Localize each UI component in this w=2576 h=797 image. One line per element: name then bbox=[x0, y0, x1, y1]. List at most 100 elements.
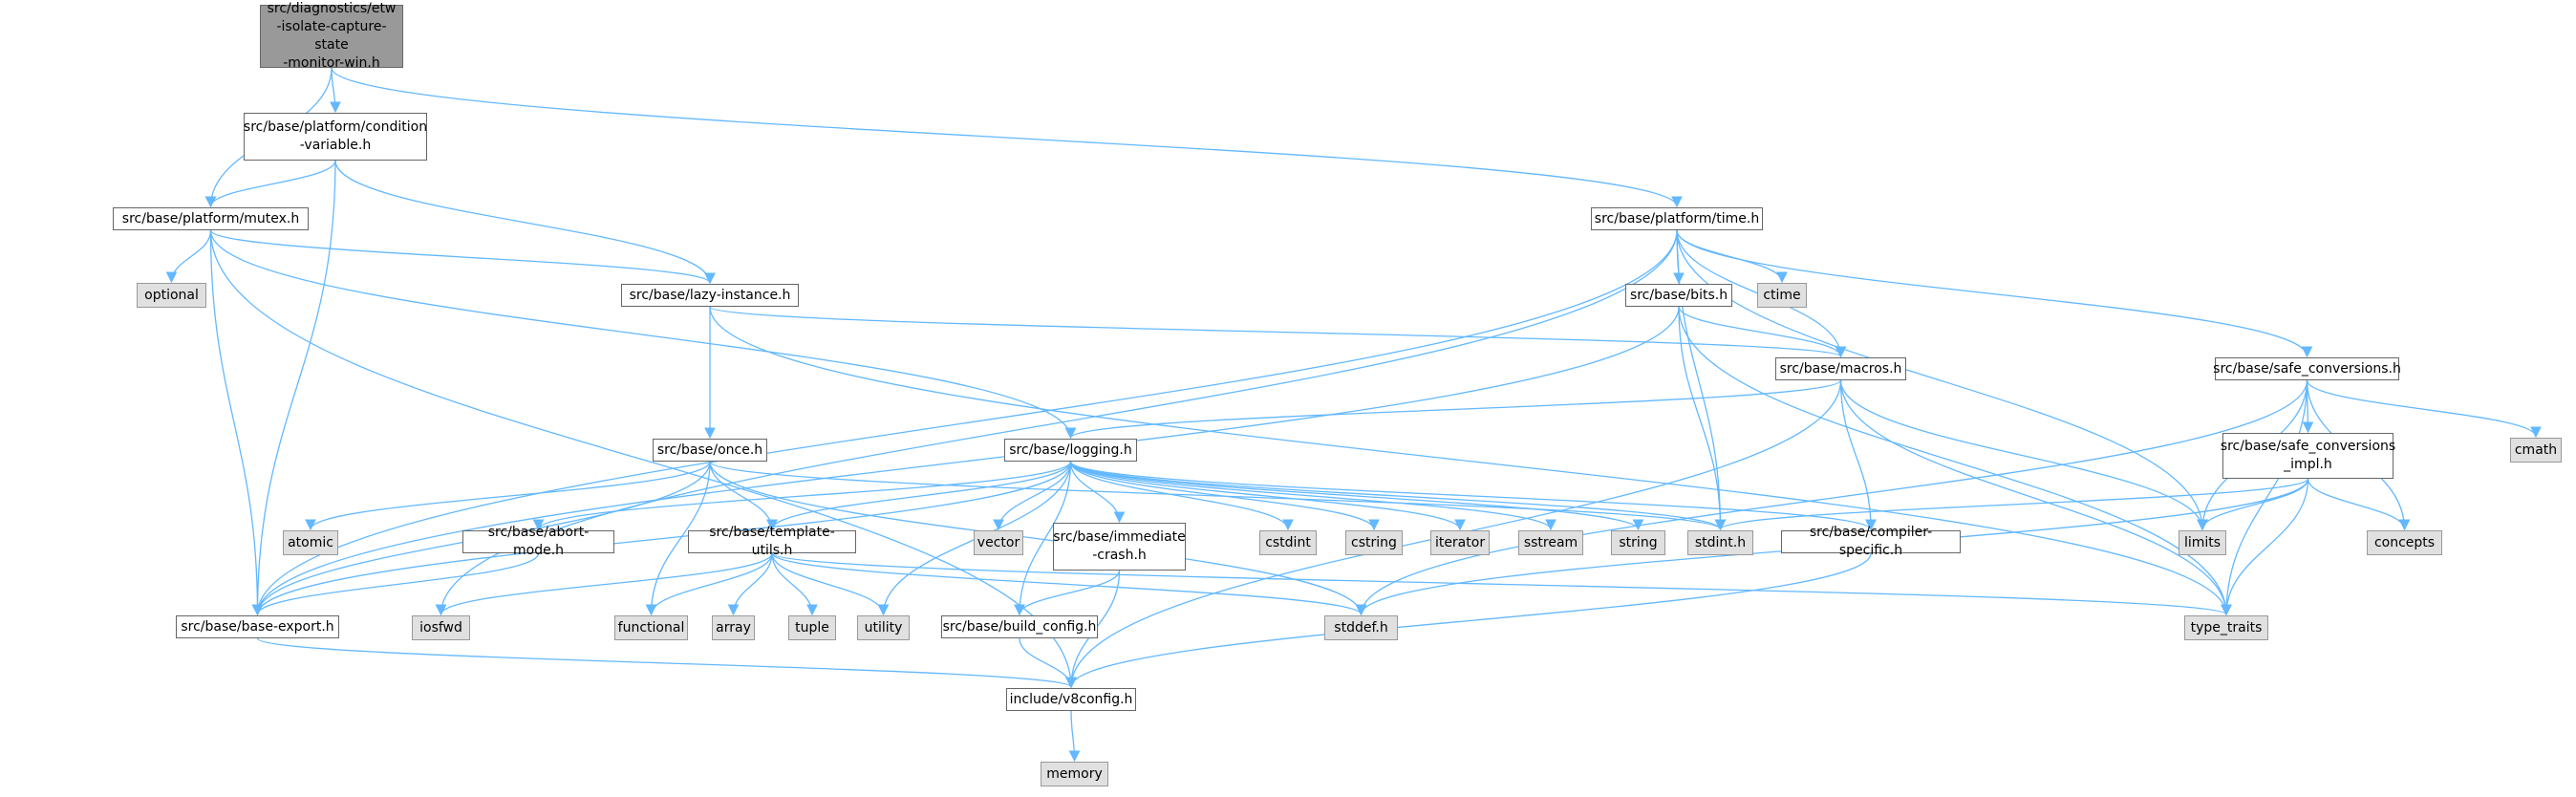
edge-logging-to-compspec bbox=[1069, 461, 1877, 531]
edge-lazy-to-typetraits bbox=[709, 306, 2232, 616]
edge-ptime-to-limits bbox=[1676, 229, 2208, 531]
node-ptime[interactable]: src/base/platform/time.h bbox=[1591, 207, 1763, 230]
edge-v8config-to-memory bbox=[1068, 710, 1081, 763]
edge-logging-to-iterator bbox=[1069, 461, 1466, 531]
edge-tmpl-to-stddefh bbox=[771, 552, 1367, 616]
node-iterator: iterator bbox=[1430, 530, 1490, 555]
edge-macros-to-logging bbox=[1064, 379, 1842, 440]
edge-once-to-atomic bbox=[305, 461, 711, 531]
edge-ptime-to-stdinth bbox=[1676, 229, 1727, 531]
edge-logging-to-baseexport bbox=[251, 461, 1072, 616]
edge-bits-to-baseexport bbox=[251, 306, 1680, 616]
edge-bits-to-stdinth bbox=[1678, 306, 1727, 531]
node-iosfwd: iosfwd bbox=[412, 615, 470, 640]
node-utility: utility bbox=[857, 615, 910, 640]
node-ctime: ctime bbox=[1757, 283, 1807, 308]
node-once[interactable]: src/base/once.h bbox=[653, 439, 767, 462]
edge-once-to-stddefh bbox=[709, 461, 1367, 616]
edge-logging-to-buildcfg bbox=[1014, 461, 1072, 616]
node-memory: memory bbox=[1041, 762, 1108, 786]
node-lazy[interactable]: src/base/lazy-instance.h bbox=[621, 284, 799, 307]
edge-once-to-stdinth bbox=[709, 461, 1726, 531]
node-safeconv[interactable]: src/base/safe_conversions.h bbox=[2213, 357, 2401, 380]
edge-logging-to-vector bbox=[993, 461, 1072, 531]
edge-mutex-to-lazy bbox=[209, 229, 716, 285]
node-tmpl[interactable]: src/base/template-utils.h bbox=[688, 525, 856, 558]
edge-logging-to-cstdint bbox=[1069, 461, 1294, 531]
node-bits[interactable]: src/base/bits.h bbox=[1625, 284, 1732, 307]
edge-safeimpl-to-concepts bbox=[2307, 478, 2411, 531]
node-cstring: cstring bbox=[1345, 530, 1403, 555]
node-v8config[interactable]: include/v8config.h bbox=[1006, 688, 1136, 711]
node-root: src/diagnostics/etw -isolate-capture-sta… bbox=[260, 1, 403, 71]
edge-condvar-to-lazy bbox=[334, 160, 716, 285]
node-buildcfg[interactable]: src/base/build_config.h bbox=[941, 615, 1098, 638]
edge-logging-to-sstream bbox=[1069, 461, 1556, 531]
edge-abortmode-to-baseexport bbox=[251, 552, 540, 616]
edge-logging-to-cstring bbox=[1069, 461, 1380, 531]
edge-root-to-condvar bbox=[330, 67, 341, 114]
edge-mutex-to-logging bbox=[209, 229, 1077, 440]
node-compspec[interactable]: src/base/compiler-specific.h bbox=[1781, 525, 1961, 558]
edge-buildcfg-to-v8config bbox=[1019, 637, 1077, 689]
node-cmath: cmath bbox=[2510, 438, 2562, 463]
edge-macros-to-typetraits bbox=[1839, 379, 2232, 616]
node-immcrash[interactable]: src/base/immediate -crash.h bbox=[1053, 523, 1186, 571]
node-baseexport[interactable]: src/base/base-export.h bbox=[176, 615, 339, 638]
edge-logging-to-stdinth bbox=[1069, 461, 1727, 531]
edge-logging-to-tmpl bbox=[766, 461, 1072, 531]
edge-tmpl-to-tuple bbox=[771, 552, 818, 616]
node-string: string bbox=[1611, 530, 1665, 555]
node-optional: optional bbox=[137, 283, 206, 308]
edge-safeconv-to-typetraits bbox=[2221, 379, 2308, 616]
edge-safeimpl-to-typetraits bbox=[2221, 478, 2309, 616]
node-safeimpl[interactable]: src/base/safe_conversions _impl.h bbox=[2221, 433, 2395, 479]
edge-compspec-to-v8config bbox=[1065, 552, 1872, 689]
edge-condvar-to-mutex bbox=[204, 160, 336, 208]
edge-mutex-to-baseexport bbox=[209, 229, 264, 616]
node-limits: limits bbox=[2179, 530, 2226, 555]
node-tuple: tuple bbox=[788, 615, 836, 640]
node-atomic: atomic bbox=[283, 530, 338, 555]
edge-tmpl-to-functional bbox=[645, 552, 773, 616]
edge-macros-to-limits bbox=[1839, 379, 2208, 531]
edge-immcrash-to-buildcfg bbox=[1014, 570, 1121, 616]
node-logging[interactable]: src/base/logging.h bbox=[1004, 439, 1137, 462]
edge-bits-to-typetraits bbox=[1678, 306, 2232, 616]
node-stddefh: stddef.h bbox=[1324, 615, 1398, 640]
node-sstream: sstream bbox=[1518, 530, 1583, 555]
edge-safeimpl-to-stdinth bbox=[1714, 478, 2309, 531]
edge-ptime-to-safeconv bbox=[1676, 229, 2313, 358]
node-condvar[interactable]: src/base/platform/condition -variable.h bbox=[244, 113, 427, 161]
edge-logging-to-string bbox=[1069, 461, 1644, 531]
edge-logging-to-abortmode bbox=[532, 461, 1072, 531]
edge-tmpl-to-typetraits bbox=[771, 552, 2232, 616]
edge-tmpl-to-array bbox=[727, 552, 773, 616]
dependency-edges bbox=[165, 67, 2542, 763]
node-array: array bbox=[712, 615, 755, 640]
edge-root-to-ptime bbox=[331, 67, 1683, 208]
node-macros[interactable]: src/base/macros.h bbox=[1775, 357, 1906, 380]
edge-condvar-to-baseexport bbox=[251, 160, 336, 616]
edge-tmpl-to-iosfwd bbox=[435, 552, 773, 616]
node-mutex[interactable]: src/base/platform/mutex.h bbox=[113, 207, 309, 230]
edge-ptime-to-baseexport bbox=[251, 229, 1678, 616]
edge-safeconv-to-cmath bbox=[2306, 379, 2542, 439]
edge-logging-to-immcrash bbox=[1069, 461, 1126, 524]
edge-tmpl-to-utility bbox=[771, 552, 890, 616]
edge-macros-to-compspec bbox=[1839, 379, 1877, 531]
node-cstdint: cstdint bbox=[1259, 530, 1317, 555]
edge-once-to-functional bbox=[645, 461, 711, 616]
node-concepts: concepts bbox=[2367, 530, 2442, 555]
node-abortmode[interactable]: src/base/abort-mode.h bbox=[462, 525, 614, 558]
node-functional: functional bbox=[614, 615, 688, 640]
node-stdinth: stdint.h bbox=[1687, 530, 1753, 555]
edge-bits-to-macros bbox=[1678, 306, 1847, 358]
edge-lazy-to-macros bbox=[709, 306, 1846, 358]
node-vector: vector bbox=[974, 530, 1023, 555]
edge-baseexport-to-v8config bbox=[256, 637, 1077, 689]
edge-safeconv-to-stddefh bbox=[1355, 379, 2308, 616]
node-typetraits: type_traits bbox=[2184, 615, 2268, 640]
edge-mutex-to-optional bbox=[165, 229, 212, 284]
